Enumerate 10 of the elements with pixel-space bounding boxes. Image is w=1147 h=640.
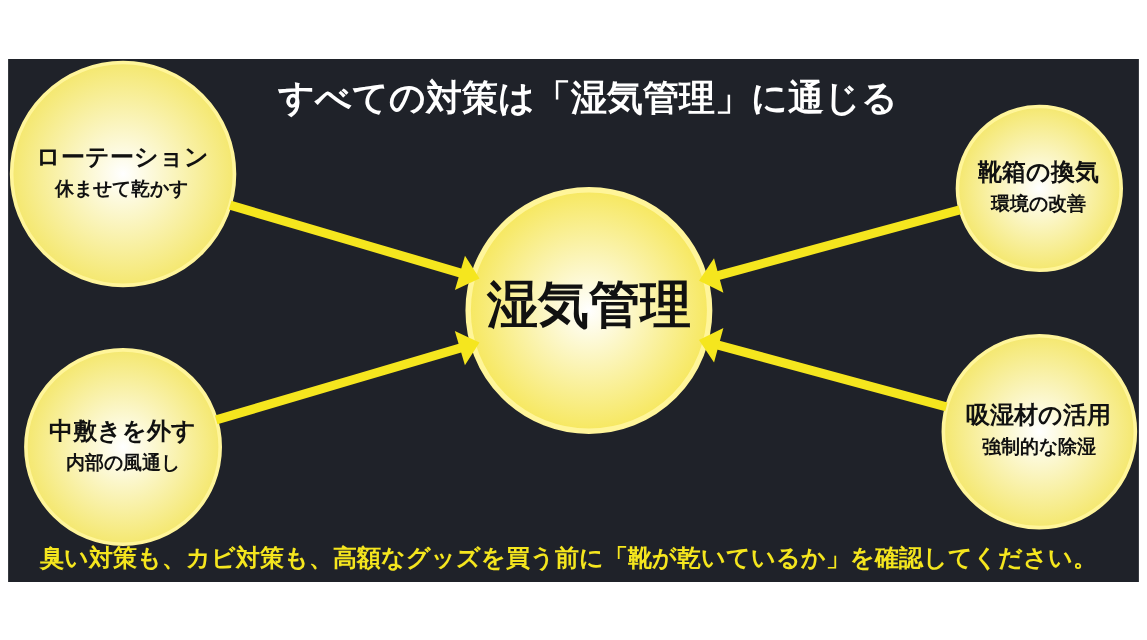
arrow <box>699 327 948 411</box>
arrow <box>699 204 961 293</box>
diagram-title: すべての対策は「湿気管理」に通じる <box>277 75 898 119</box>
arrow <box>214 330 480 424</box>
arrow <box>228 200 480 290</box>
node-circle: ローテーション 休ませて乾かす <box>9 60 237 287</box>
node-circle: 中敷きを外す 内部の風通し <box>24 347 222 546</box>
node-circle: 靴箱の換気 環境の改善 <box>955 104 1123 272</box>
node-circle: 湿気管理 <box>465 186 713 434</box>
node-circle: 吸湿材の活用 強制的な除湿 <box>941 333 1138 529</box>
